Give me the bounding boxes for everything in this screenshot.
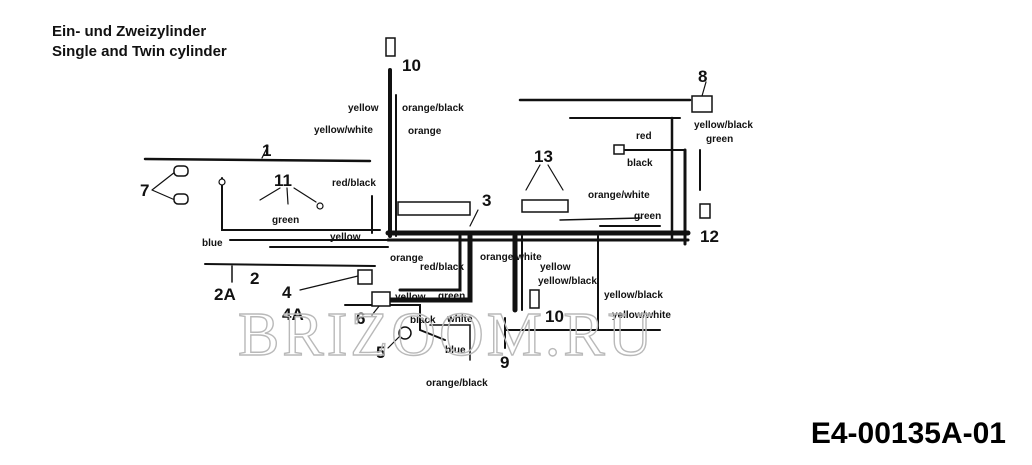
label-yellow-top: yellow — [348, 103, 379, 114]
connector-12 — [699, 203, 711, 219]
callout-7: 7 — [140, 181, 149, 200]
label-black-right: black — [627, 158, 653, 169]
connector-10-low — [529, 289, 540, 309]
leader-7 — [151, 171, 176, 201]
callout-11: 11 — [274, 171, 292, 190]
leader-11-c — [293, 187, 317, 203]
label-white-low: white — [446, 314, 473, 325]
callout-2a: 2A — [214, 285, 236, 304]
callout-8: 8 — [698, 67, 707, 86]
label-yellow-left: yellow — [330, 232, 361, 243]
connector-11-left — [218, 178, 226, 186]
leader-13-a — [525, 164, 541, 191]
label-redblack-left: red/black — [332, 178, 376, 189]
component-8 — [691, 95, 713, 113]
title-block: Ein- und Zweizylinder Single and Twin cy… — [52, 22, 227, 62]
callout-1: 1 — [262, 141, 271, 160]
drawing-code: E4-00135A-01 — [810, 417, 1006, 450]
callout-13: 13 — [534, 147, 553, 166]
callout-4a: 4A — [282, 305, 304, 324]
wire-orange-white — [559, 217, 641, 221]
callout-12: 12 — [700, 227, 719, 246]
label-orange-mid: orange — [390, 253, 424, 264]
callout-10-top: 10 — [402, 56, 421, 75]
label-yellow-mid: yellow — [395, 292, 426, 303]
label-orangewhite-right: orange/white — [588, 190, 650, 201]
wire-1 — [143, 157, 372, 163]
label-yellowblack-far: yellow/black — [694, 120, 753, 131]
label-green-mid: green — [438, 291, 465, 302]
label-red-right: red — [636, 131, 652, 142]
wire-center-trunk — [377, 233, 473, 303]
callout-2: 2 — [250, 269, 259, 288]
callout-9: 9 — [500, 353, 509, 372]
label-orangeblack-top: orange/black — [402, 103, 464, 114]
callout-5: 5 — [376, 343, 385, 362]
leader-13-b — [547, 164, 564, 191]
connector-right-red — [613, 144, 625, 155]
label-green-right: green — [634, 211, 661, 222]
label-redblack-mid: red/black — [420, 262, 464, 273]
leader-11-b — [286, 187, 289, 205]
title-german: Ein- und Zweizylinder — [52, 23, 207, 40]
callout-10-low: 10 — [545, 307, 564, 326]
connector-4 — [357, 269, 373, 285]
callout-3: 3 — [482, 191, 491, 210]
module-3 — [397, 201, 471, 216]
leader-3 — [469, 209, 479, 227]
switch-7-a — [173, 165, 189, 177]
wire-left-green — [221, 177, 381, 231]
connector-11-right — [316, 202, 324, 210]
leader-8 — [701, 81, 707, 97]
component-5 — [398, 326, 412, 340]
wire-lower-black — [429, 324, 471, 361]
label-blue-left: blue — [202, 238, 223, 249]
wire-4 — [299, 275, 359, 291]
wire-center-trunk-2 — [398, 234, 462, 292]
switch-7-b — [173, 193, 189, 205]
component-6 — [371, 291, 391, 307]
title-english: Single and Twin cylinder — [52, 43, 227, 60]
label-orangewhite-mid: orange/white — [480, 252, 542, 263]
label-green-far: green — [706, 134, 733, 145]
label-orange-top: orange — [408, 126, 442, 137]
leader-11-a — [259, 187, 281, 201]
label-blue-low: blue — [445, 345, 466, 356]
leader-1 — [261, 145, 269, 159]
callout-6: 6 — [356, 309, 365, 328]
label-yellowwhite-top: yellow/white — [314, 125, 373, 136]
label-yellow-center: yellow — [540, 262, 571, 273]
label-black-low: black — [410, 315, 436, 326]
label-yellowblack-center: yellow/black — [538, 276, 597, 287]
label-yellowwhite-low-right: yellow/white — [612, 310, 671, 321]
wire-2 — [204, 263, 376, 267]
label-orangeblack-low: orange/black — [426, 378, 488, 389]
watermark: BRIZOOM.RU — [238, 301, 656, 369]
connector-10-top — [385, 37, 396, 57]
callout-4: 4 — [282, 283, 292, 302]
label-yellowblack-low-right: yellow/black — [604, 290, 663, 301]
label-green-left: green — [272, 215, 299, 226]
leader-5 — [387, 335, 401, 349]
module-13 — [521, 199, 569, 213]
